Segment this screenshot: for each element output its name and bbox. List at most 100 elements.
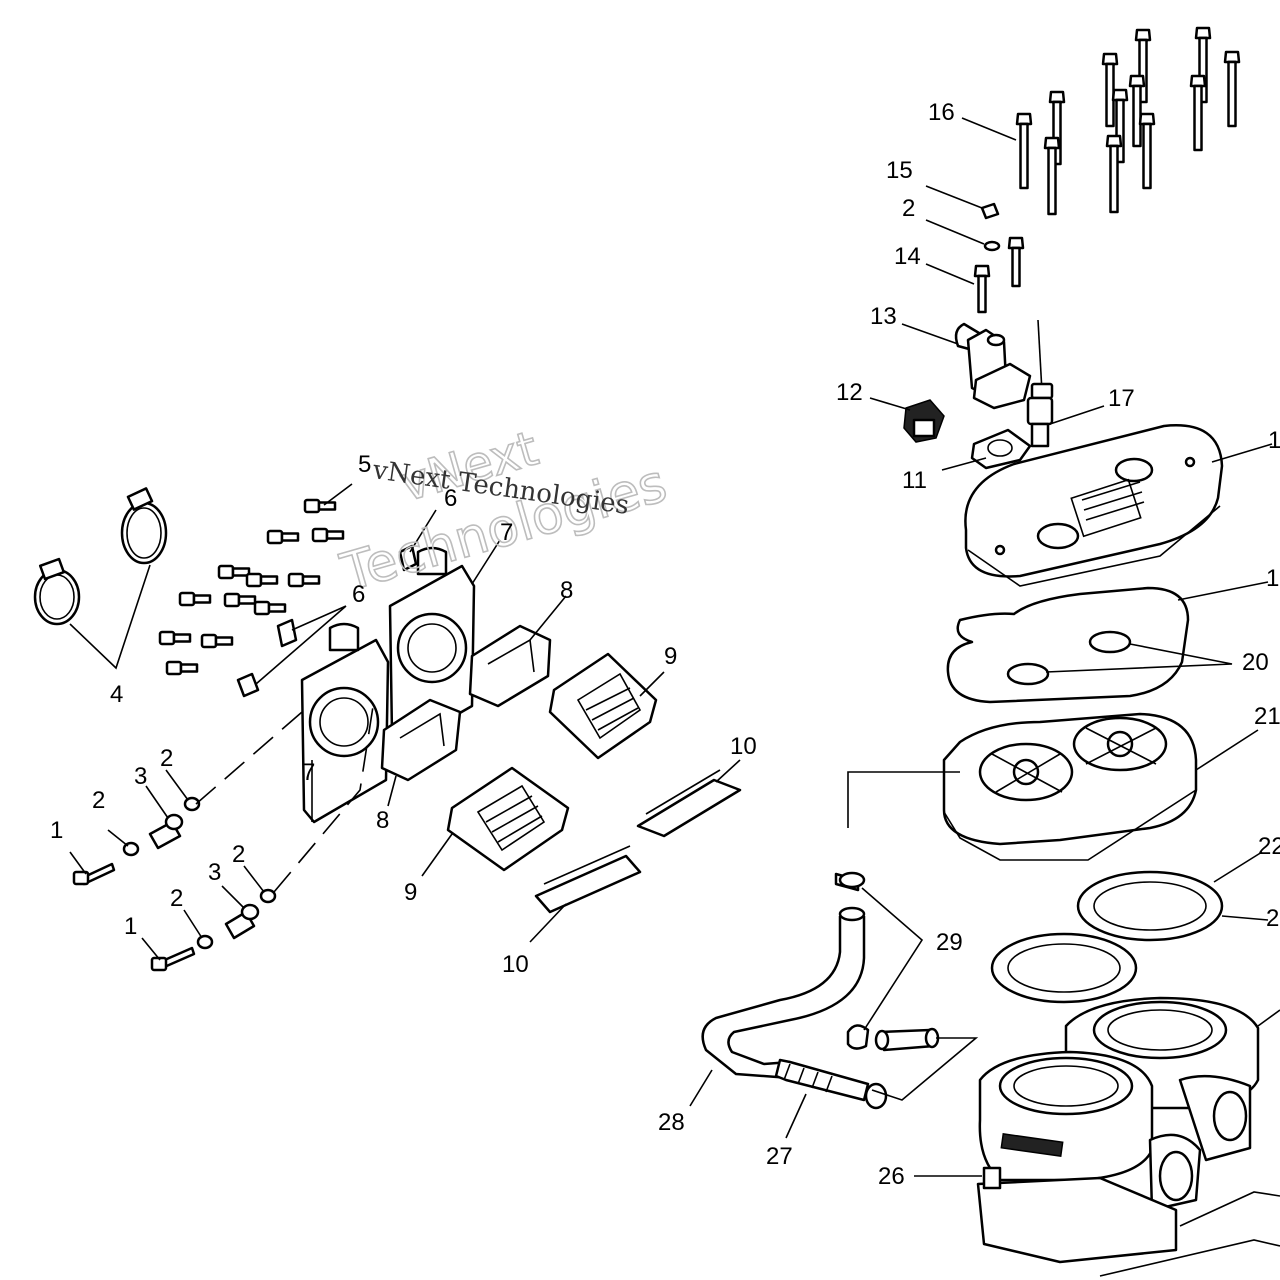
leader-27b [871, 1037, 979, 1101]
water-hose [701, 906, 866, 1080]
callout-6a: 6 [352, 581, 365, 608]
leader-2-3a [107, 769, 189, 847]
callout-10a: 10 [730, 733, 757, 760]
callout-2e: 2 [902, 195, 915, 222]
leader-10a [715, 759, 741, 783]
housing-bolts [973, 236, 1025, 314]
callout-3a: 3 [134, 763, 147, 790]
sealing-washer [983, 240, 1001, 252]
thermostat [903, 399, 945, 443]
reed-petal-lower [534, 845, 642, 914]
hose-clamp-left [33, 557, 81, 626]
callout-18: 1 [1268, 427, 1280, 454]
callout-8a: 8 [560, 577, 573, 604]
leader-1b [141, 937, 161, 961]
leader-18 [1211, 443, 1273, 463]
leader-12 [869, 397, 911, 411]
leader-13 [901, 323, 959, 345]
dash-mount-b [273, 699, 375, 893]
callout-2c: 2 [170, 885, 183, 912]
callout-17: 17 [1108, 385, 1135, 412]
callout-23: 2 [1266, 905, 1279, 932]
leader-23 [1221, 915, 1269, 921]
spare-fitting [874, 1027, 940, 1052]
callout-20: 20 [1242, 649, 1269, 676]
leader-15 [925, 185, 983, 209]
reed-stuffer-upper [468, 624, 552, 708]
leader-16 [961, 117, 1017, 141]
leader-4 [69, 564, 151, 670]
leader-8a [529, 595, 567, 641]
thermostat-housing [954, 322, 1032, 410]
temperature-sensor [1026, 319, 1054, 448]
cylinder-head [942, 712, 1198, 861]
callout-29: 29 [936, 929, 963, 956]
reed-cage-upper [388, 546, 476, 748]
callout-7b: 7 [500, 519, 513, 546]
leader-5 [323, 483, 353, 506]
leader-29 [861, 887, 924, 1031]
cover-seal [946, 586, 1190, 704]
callout-15: 15 [886, 157, 913, 184]
fuel-line-brackets [236, 544, 418, 698]
callout-1a: 1 [50, 817, 63, 844]
callout-5: 5 [358, 451, 371, 478]
callout-7a: 7 [302, 759, 315, 786]
cylinder-head-bolts [1015, 26, 1241, 216]
callout-22: 22 [1258, 833, 1280, 860]
leader-9a [639, 671, 665, 697]
callout-4: 4 [110, 681, 123, 708]
callout-11: 11 [902, 467, 927, 494]
callout-9b: 9 [404, 879, 417, 906]
leader-8b [387, 775, 397, 807]
callout-9a: 9 [664, 643, 677, 670]
bleed-screw [980, 202, 1000, 220]
leader-6b [409, 509, 437, 553]
reed-stuffer-lower [380, 698, 462, 782]
leader-27 [785, 1093, 807, 1139]
callout-2a: 2 [92, 787, 105, 814]
thermostat-gasket [970, 428, 1032, 470]
head-gasket-right [1076, 870, 1224, 942]
cylinder-block [976, 996, 1260, 1264]
leader-2-3b [183, 865, 265, 939]
callout-14: 14 [894, 243, 921, 270]
head-gasket-left [990, 932, 1138, 1004]
leader-11 [941, 457, 987, 471]
callout-16: 16 [928, 99, 955, 126]
callout-2b: 2 [160, 745, 173, 772]
leader-2e [925, 219, 985, 245]
callout-8b: 8 [376, 807, 389, 834]
callout-6b: 6 [444, 485, 457, 512]
leader-21b [847, 771, 960, 828]
leader-24 [1257, 1009, 1280, 1027]
leader-9b [421, 833, 453, 877]
reed-petal-upper [636, 769, 742, 838]
mount-hardware-lower [150, 888, 277, 972]
leader-22 [1213, 851, 1263, 883]
callout-26: 26 [878, 1163, 905, 1190]
callout-1b: 1 [124, 913, 137, 940]
leader-6a [255, 605, 347, 685]
leader-17 [1049, 405, 1105, 425]
cylinder-head-cover [964, 424, 1224, 587]
leader-20 [1045, 643, 1233, 673]
leader-1a [69, 851, 87, 875]
dash-mount-a [195, 711, 303, 805]
reed-cage-lower [300, 622, 390, 824]
leader-21 [1195, 729, 1259, 771]
callout-21: 21 [1254, 703, 1280, 730]
callout-12: 12 [836, 379, 863, 406]
leader-10b [529, 903, 567, 943]
hose-clamp-right [120, 487, 168, 565]
leader-19 [1177, 581, 1269, 601]
callout-2d: 2 [232, 841, 245, 868]
base-gaskets [1099, 1191, 1280, 1277]
hose-clamps [834, 871, 870, 1050]
leader-7b [471, 539, 501, 585]
callout-3b: 3 [208, 859, 221, 886]
hose-fitting [774, 1058, 888, 1110]
reed-valve-upper [548, 652, 658, 760]
leader-28 [689, 1069, 713, 1107]
